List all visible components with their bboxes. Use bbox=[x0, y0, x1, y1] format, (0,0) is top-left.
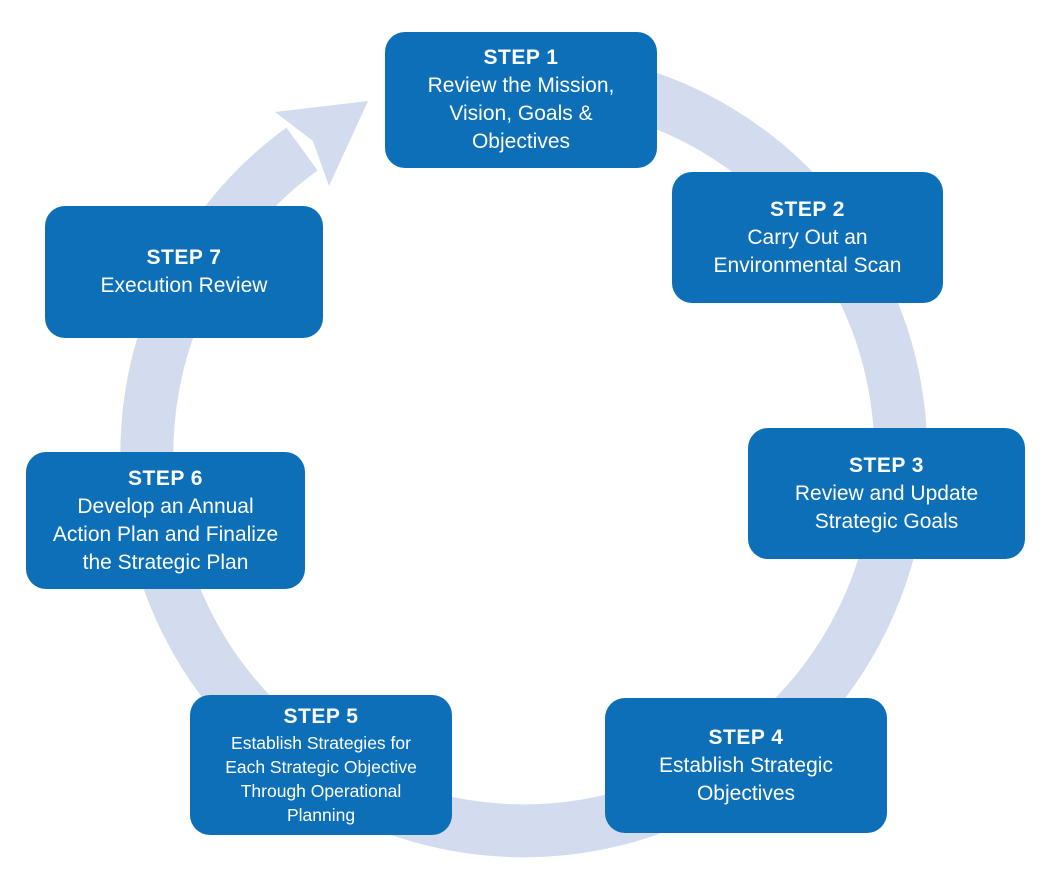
step-7-box: STEP 7 Execution Review bbox=[45, 206, 323, 338]
cycle-arrowhead-icon bbox=[275, 101, 368, 186]
step-1-text: Review the Mission, Vision, Goals & Obje… bbox=[427, 74, 615, 153]
step-6-label: STEP 6 bbox=[128, 466, 203, 490]
step-2-box: STEP 2 Carry Out an Environmental Scan bbox=[672, 172, 943, 303]
step-2-text: Carry Out an Environmental Scan bbox=[713, 225, 902, 277]
step-5-label: STEP 5 bbox=[283, 705, 359, 728]
step-4-label: STEP 4 bbox=[708, 725, 784, 749]
step-1-box: STEP 1 Review the Mission, Vision, Goals… bbox=[385, 32, 657, 168]
step-4-text: Establish Strategic Objectives bbox=[659, 753, 833, 805]
step-5-text: Establish Strategies for Each Strategic … bbox=[225, 733, 417, 825]
step-7-label: STEP 7 bbox=[146, 246, 222, 269]
step-6-text: Develop an Annual Action Plan and Finali… bbox=[52, 494, 279, 574]
step-3-box: STEP 3 Review and Update Strategic Goals bbox=[748, 428, 1025, 559]
step-1-label: STEP 1 bbox=[483, 46, 559, 69]
step-7-text: Execution Review bbox=[100, 274, 268, 297]
step-6-box: STEP 6 Develop an Annual Action Plan and… bbox=[26, 452, 305, 589]
step-3-text: Review and Update Strategic Goals bbox=[794, 481, 979, 533]
step-5-box: STEP 5 Establish Strategies for Each Str… bbox=[190, 695, 452, 835]
step-4-box: STEP 4 Establish Strategic Objectives bbox=[605, 698, 887, 833]
step-2-label: STEP 2 bbox=[770, 197, 845, 221]
step-3-label: STEP 3 bbox=[849, 453, 924, 477]
